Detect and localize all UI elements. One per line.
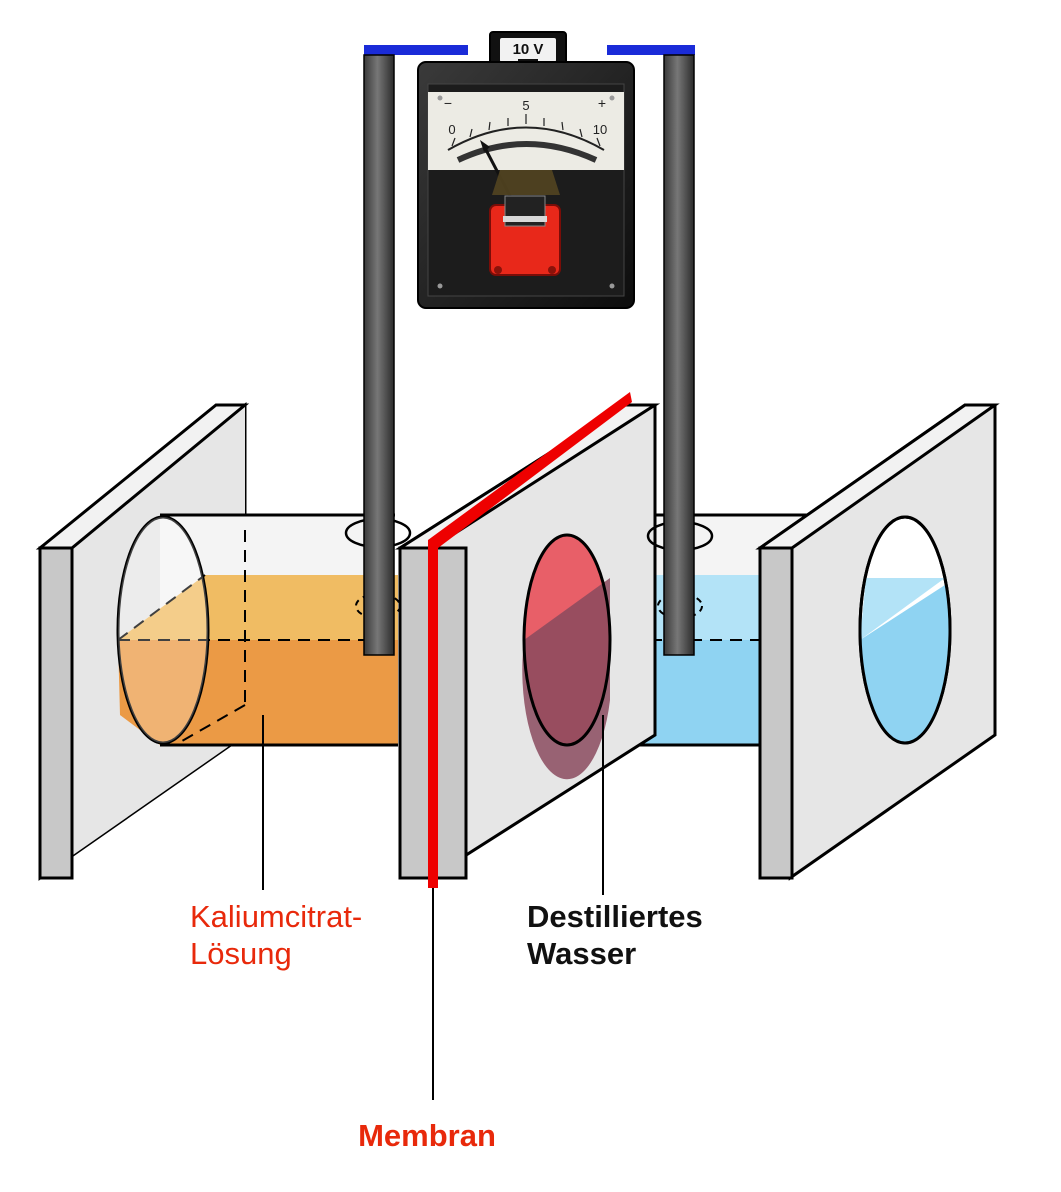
membrane xyxy=(428,392,632,888)
right-end-panel xyxy=(755,403,1000,881)
meter-tick-5: 5 xyxy=(522,98,529,113)
voltmeter-icon: 10 V − + 0 5 10 xyxy=(417,31,635,309)
left-tube xyxy=(116,513,398,747)
meter-minus: − xyxy=(444,95,452,111)
meter-tick-10: 10 xyxy=(593,122,607,137)
meter-range-label: 10 V xyxy=(513,41,544,58)
left-solution-surface xyxy=(118,575,398,640)
middle-panel xyxy=(394,392,661,888)
left-solution-label-line2: Lösung xyxy=(190,936,292,971)
right-electrode xyxy=(607,45,695,656)
left-solution-label-line1: Kaliumcitrat- xyxy=(190,899,362,934)
meter-plus: + xyxy=(598,95,606,111)
membrane-label: Membran xyxy=(358,1118,496,1153)
right-solution-label-line2: Wasser xyxy=(527,936,636,971)
left-solution xyxy=(118,640,398,745)
left-electrode xyxy=(363,45,468,656)
right-solution-label-line1: Destilliertes xyxy=(527,899,703,934)
meter-tick-0: 0 xyxy=(448,122,455,137)
